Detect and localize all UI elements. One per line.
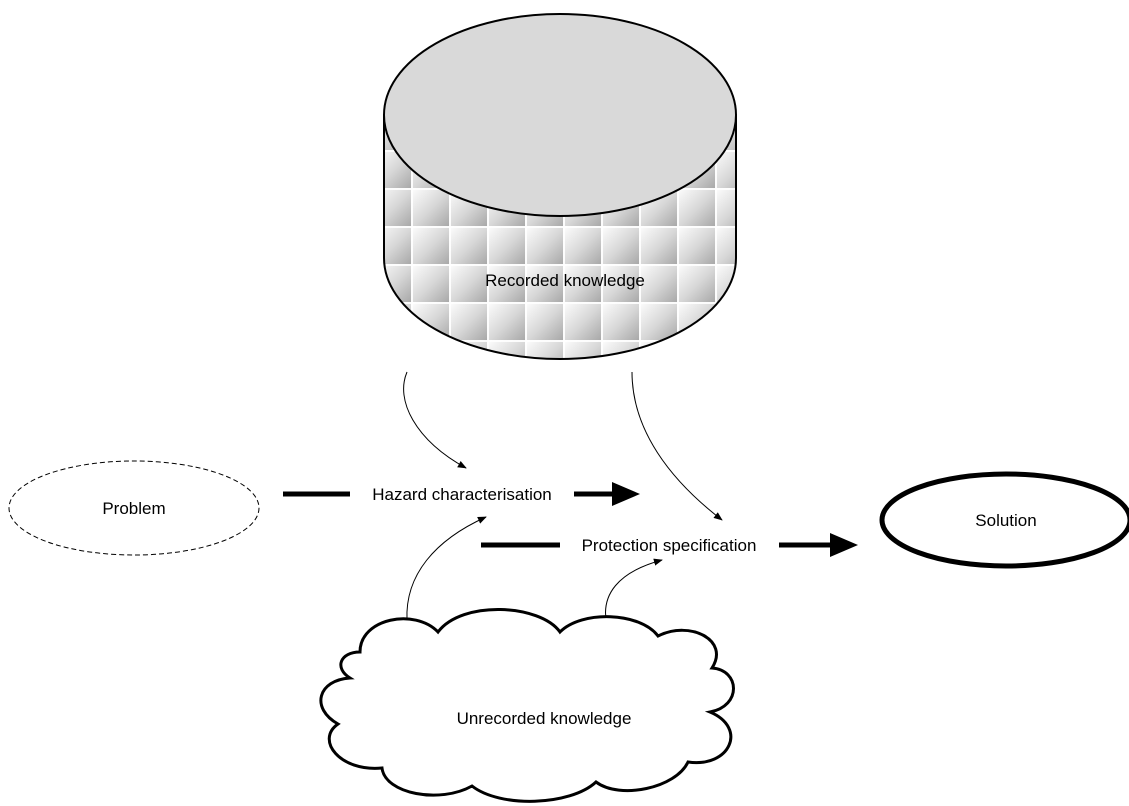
recorded-knowledge-cylinder: Recorded knowledge bbox=[383, 13, 737, 360]
protection-specification-arrow: Protection specification bbox=[481, 533, 858, 557]
unrecorded-knowledge-label: Unrecorded knowledge bbox=[457, 709, 632, 728]
recorded-to-hazard-arrow bbox=[403, 371, 467, 469]
hazard-characterisation-label-bg bbox=[370, 485, 554, 504]
solution-node: Solution bbox=[879, 471, 1129, 569]
hazard-characterisation-arrow: Hazard characterisation bbox=[283, 482, 640, 506]
problem-node: Problem bbox=[8, 460, 260, 556]
hazard-characterisation-label: Hazard characterisation bbox=[372, 485, 552, 504]
problem-label: Problem bbox=[102, 499, 165, 518]
protection-specification-label: Protection specification bbox=[582, 536, 757, 555]
recorded-to-protection-arrow bbox=[631, 371, 723, 521]
recorded-knowledge-label: Recorded knowledge bbox=[485, 271, 645, 290]
solution-label: Solution bbox=[975, 511, 1036, 530]
unrecorded-to-protection-arrow bbox=[605, 558, 663, 626]
unrecorded-to-hazard-arrow bbox=[406, 516, 487, 621]
unrecorded-knowledge-cloud: Unrecorded knowledge bbox=[319, 608, 735, 803]
protection-specification-label-bg bbox=[579, 536, 759, 555]
